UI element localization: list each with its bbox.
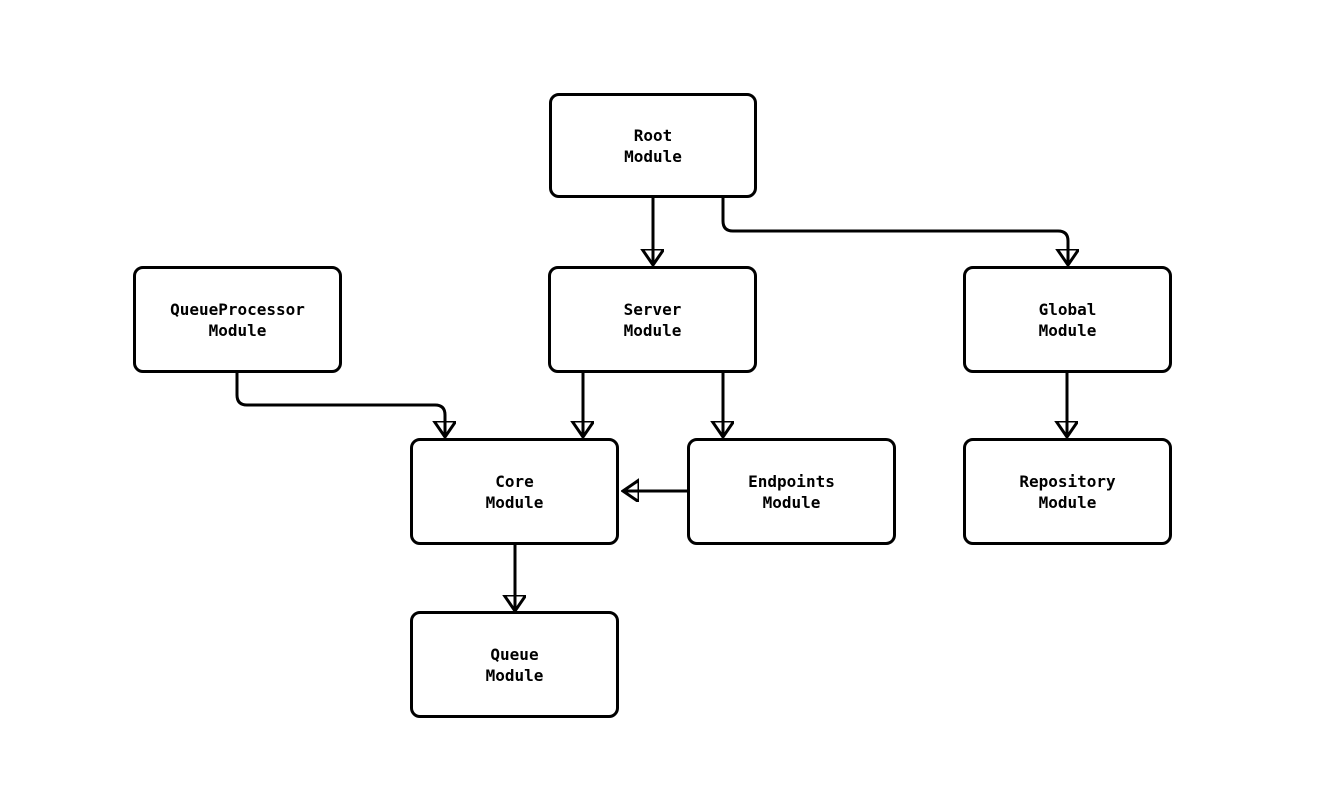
node-queue-module: Queue Module bbox=[410, 611, 619, 718]
node-queue-module-label: Queue Module bbox=[485, 644, 544, 685]
node-endpoints-module: Endpoints Module bbox=[687, 438, 896, 545]
edge-queueprocessor-core bbox=[235, 373, 445, 435]
node-root-module: Root Module bbox=[549, 93, 757, 198]
node-server-module: Server Module bbox=[548, 266, 757, 373]
node-queueprocessor-module-label: QueueProcessor Module bbox=[170, 299, 305, 340]
node-root-module-label: Root Module bbox=[624, 125, 682, 166]
node-queueprocessor-module: QueueProcessor Module bbox=[133, 266, 342, 373]
node-server-module-label: Server Module bbox=[623, 299, 682, 340]
node-repository-module: Repository Module bbox=[963, 438, 1172, 545]
node-core-module: Core Module bbox=[410, 438, 619, 545]
node-endpoints-module-label: Endpoints Module bbox=[748, 471, 835, 512]
node-global-module-label: Global Module bbox=[1038, 299, 1097, 340]
edge-root-global bbox=[721, 198, 1068, 263]
node-global-module: Global Module bbox=[963, 266, 1172, 373]
node-core-module-label: Core Module bbox=[485, 471, 544, 512]
node-repository-module-label: Repository Module bbox=[1019, 471, 1116, 512]
